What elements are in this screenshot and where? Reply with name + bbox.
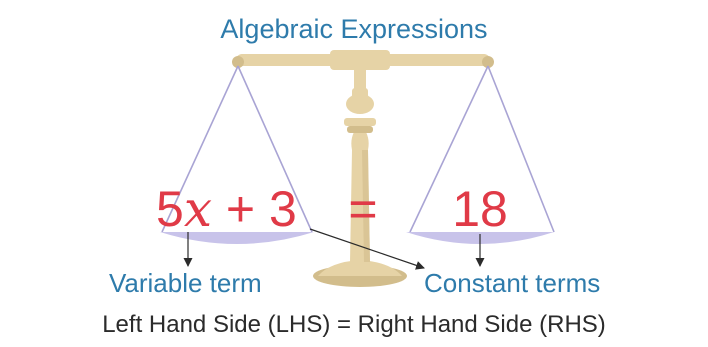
left-pan (160, 65, 314, 244)
equals-sign: = (348, 181, 377, 237)
diagram-title: Algebraic Expressions (220, 14, 487, 44)
variable-term-label: Variable term (109, 268, 262, 298)
equation-lhs: 5x + 3 (156, 180, 297, 238)
lhs-variable: x (184, 180, 212, 238)
lhs-constant: + 3 (212, 181, 297, 237)
lhs-coefficient: 5 (156, 181, 184, 237)
constant-terms-label: Constant terms (424, 268, 600, 298)
equation-rhs: 18 (452, 181, 508, 237)
constant-term-arrow-lhs (309, 228, 425, 270)
right-pan (406, 65, 555, 244)
scale-stand (313, 68, 407, 287)
scale-beam (232, 50, 494, 70)
lhs-rhs-caption: Left Hand Side (LHS) = Right Hand Side (… (102, 311, 606, 338)
